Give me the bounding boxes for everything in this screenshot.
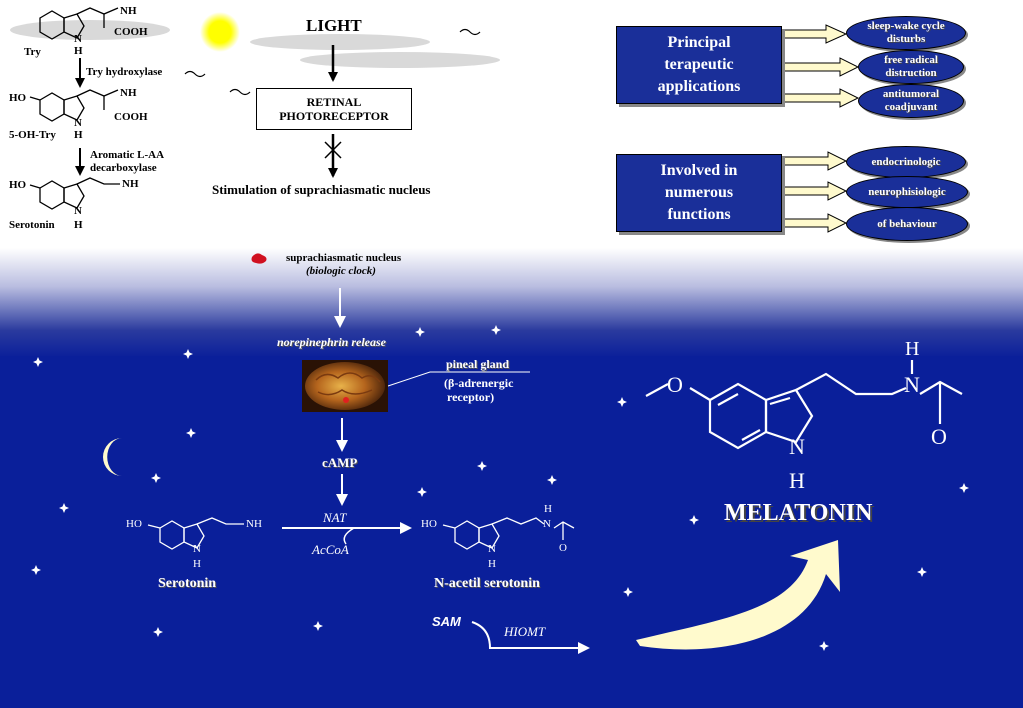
try-label: Try [24,46,41,58]
melatonin-label: MELATONIN [724,500,873,526]
try-cooh: COOH [114,26,148,38]
hiomt-label: HIOMT [504,624,546,639]
ho-label-1: HO [9,92,27,104]
func-behaviour: of behaviour [846,207,968,241]
curved-arrow-icon [636,540,840,650]
serotonin-ho: HO [126,518,142,530]
receptor-line-2: PHOTORECEPTOR [279,109,389,123]
stars [31,325,969,651]
n-acetyl-o: O [559,542,567,554]
sam-label: SAM [432,614,461,629]
receptor-line-1: RETINAL [306,95,362,109]
n-acetyl-h1: H [544,503,552,515]
hydroxytryptophan-structure [29,89,119,122]
app-antitumoral-label: antitumoral coadjuvant [882,88,940,113]
try-nh: N [74,33,82,45]
oh-try-nh2: NH [120,87,137,99]
app-sleep-wake-label: sleep-wake cycle disturbs [867,20,945,45]
n-acetyl-n1: N [543,518,551,530]
melatonin-o2: O [931,424,947,449]
func-endocrinologic: endocrinologic [846,146,966,178]
serotonin-structure-top [29,177,120,210]
enzyme-try-hydroxylase: Try hydroxylase [86,66,163,78]
serotonin-h: H [193,558,201,570]
try-h: H [74,45,83,57]
scn-spot-icon [251,253,267,264]
n-acetyl-h2: H [488,558,496,570]
serotonin-label-top: Serotonin [9,219,55,231]
moon-icon [103,438,122,476]
n-acetyl-ho: HO [421,518,437,530]
nat-label: NAT [323,510,347,525]
brain-image [302,360,388,412]
ho-label-2: HO [9,179,27,191]
enzyme-decarboxylase-2: decarboxylase [90,162,157,174]
night-sky [0,356,1023,708]
light-label: LIGHT [306,16,362,35]
retinal-photoreceptor-box: RETINAL PHOTORECEPTOR [256,88,412,130]
func-behaviour-label: of behaviour [877,217,937,230]
app-free-radical: free radical distruction [858,50,964,84]
block-cross-icon [324,141,342,159]
app-free-radical-label: free radical distruction [884,54,938,79]
stimulation-label: Stimulation of suprachiasmatic nucleus [212,182,431,197]
receptor-label: receptor) [447,390,495,404]
functions-box: Involved in numerous functions [616,154,782,232]
serotonin-label: Serotonin [158,576,217,591]
app-antitumoral: antitumoral coadjuvant [858,84,964,118]
camp-label: cAMP [322,455,358,470]
biologic-clock-label: (biologic clock) [306,265,376,277]
beta-adrenergic-label: (β-adrenergic [444,376,514,390]
oh-try-cooh: COOH [114,111,148,123]
serotonin-nh-top: N [74,205,82,217]
serotonin-nh2-top: NH [122,178,139,190]
oh-try-nh: N [74,117,82,129]
serotonin-nh2: NH [246,518,262,530]
enzyme-decarboxylase-1: Aromatic L-AA [90,149,165,161]
oh-try-label: 5-OH-Try [9,129,56,141]
melatonin-n-top: N [904,372,920,397]
sky-gradient [0,248,1023,358]
func-neurophisiologic: neurophisiologic [846,176,968,208]
applications-title: Principal terapeutic applications [657,34,741,95]
melatonin-n-ring: N [789,434,805,459]
func-neurophisiologic-label: neurophisiologic [868,185,946,198]
accoa-label: AcCoA [312,542,349,557]
n-acetyl-n2: N [488,543,496,555]
try-nh2: NH [120,5,137,17]
tryptophan-structure [39,7,119,40]
app-sleep-wake: sleep-wake cycle disturbs [846,16,966,50]
serotonin-structure [147,517,244,550]
melatonin-o1: O [667,372,683,397]
func-endocrinologic-label: endocrinologic [871,155,941,168]
applications-box: Principal terapeutic applications [616,26,782,104]
melatonin-h-ring: H [789,468,805,493]
melatonin-h-top: H [905,338,920,360]
n-acetyl-serotonin-structure [442,517,575,550]
scn-label: suprachiasmatic nucleus [286,252,402,264]
serotonin-h-top: H [74,219,83,231]
melatonin-structure [645,360,963,450]
pineal-gland-label: pineal gland [446,357,510,371]
n-acetyl-serotonin-label: N-acetil serotonin [434,576,540,591]
functions-title: Involved in numerous functions [660,162,738,223]
norepinephrin-label: norepinephrin release [277,335,387,349]
serotonin-n: N [193,543,201,555]
oh-try-h: H [74,129,83,141]
